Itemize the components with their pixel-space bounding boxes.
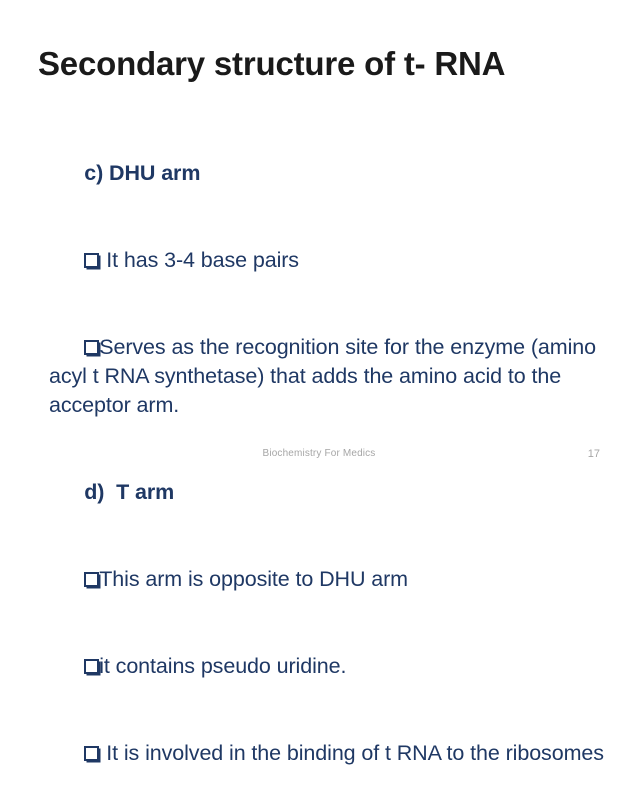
slide-number: 17 [587,448,600,460]
footer-attribution: Biochemistry For Medics [262,448,376,459]
bullet-item-t-arm-opposite: This arm is opposite to DHU arm [49,536,611,623]
bullet-item-dhu-base-pairs-label: It has 3-4 base pairs [106,248,299,272]
slide-canvas: Secondary structure of t- RNA c) DHU arm… [0,45,638,765]
section-heading-t-arm-label: d) T arm [84,480,175,504]
bullet-item-dhu-recognition-site: Serves as the recognition site for the e… [49,304,611,449]
slide-footer: Biochemistry For Medics 17 [0,448,638,466]
hollow-square-bullet-icon [84,340,100,355]
bullet-item-t-arm-ribosome-binding: It is involved in the binding of t RNA t… [49,710,611,797]
bullet-item-t-arm-pseudo-uridine: it contains pseudo uridine. [49,623,611,710]
hollow-square-bullet-icon [84,746,100,761]
bullet-item-t-arm-opposite-label: This arm is opposite to DHU arm [99,567,408,591]
hollow-square-bullet-icon [84,659,100,674]
bullet-item-dhu-recognition-site-label: Serves as the recognition site for the e… [49,335,602,417]
page-title: Secondary structure of t- RNA [38,45,506,82]
section-heading-dhu-arm: c) DHU arm [49,130,611,217]
bullet-item-dhu-base-pairs: It has 3-4 base pairs [49,217,611,304]
bullet-item-t-arm-ribosome-binding-label: It is involved in the binding of t RNA t… [106,741,604,765]
section-heading-dhu-arm-label: c) DHU arm [84,161,201,185]
bullet-item-t-arm-pseudo-uridine-label: it contains pseudo uridine. [99,654,347,678]
hollow-square-bullet-icon [84,572,100,587]
hollow-square-bullet-icon [84,253,100,268]
